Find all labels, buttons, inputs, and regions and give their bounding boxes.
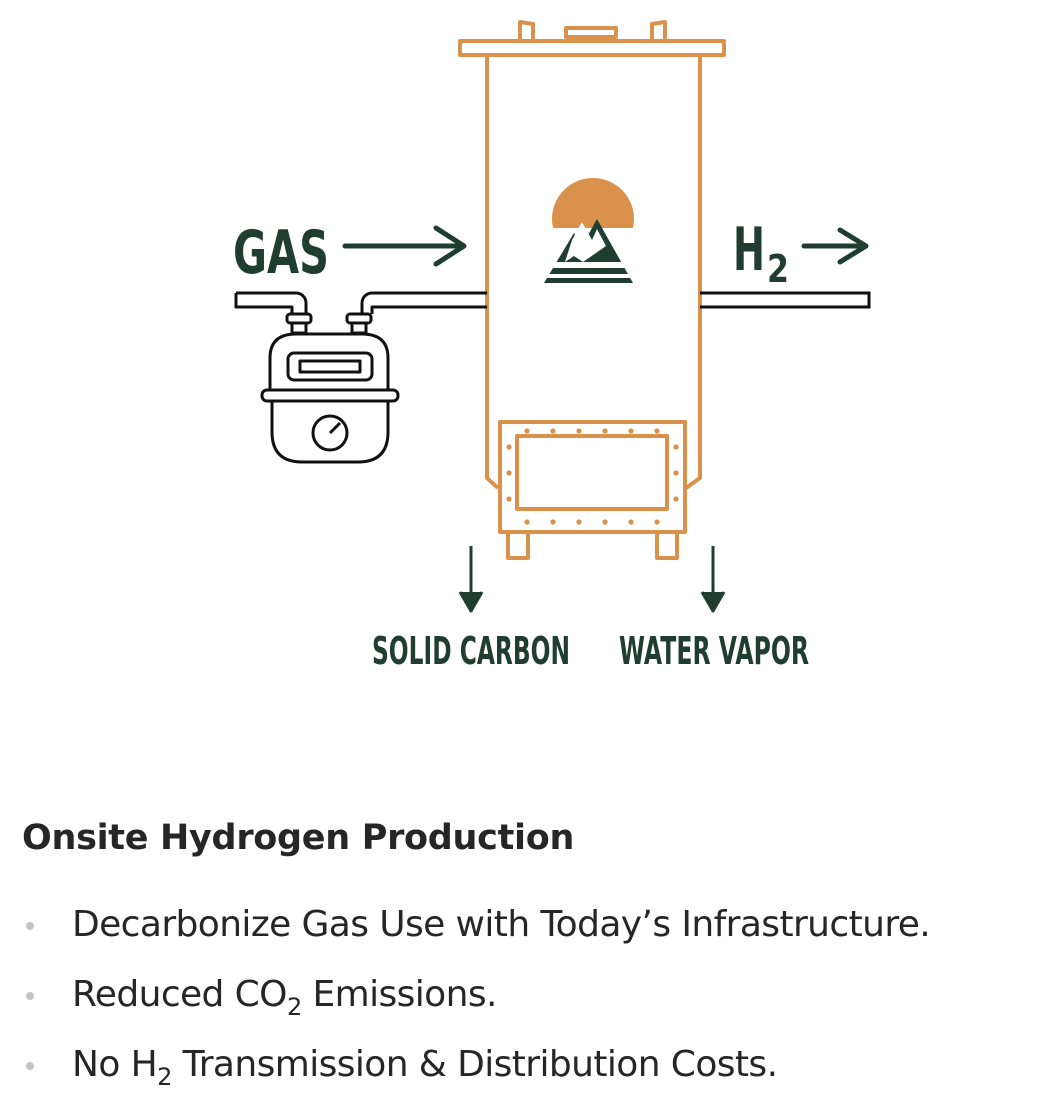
bullet-dot-icon bbox=[26, 1062, 34, 1070]
list-item-subscript: 2 bbox=[286, 993, 302, 1021]
gas-label: GAS bbox=[233, 218, 329, 288]
hatch-rivets bbox=[506, 428, 679, 525]
bullet-dot-icon bbox=[26, 992, 34, 1000]
gas-meter-icon bbox=[260, 312, 400, 464]
list-item-text-end: Transmission & Distribution Costs. bbox=[171, 1044, 778, 1085]
reactor-icon bbox=[458, 20, 726, 560]
list-item-text-start: No H bbox=[72, 1044, 158, 1085]
bullet-dot-icon bbox=[26, 922, 34, 930]
mountain-sun-logo-icon bbox=[544, 177, 646, 283]
list-item: Decarbonize Gas Use with Today’s Infrast… bbox=[22, 890, 1032, 960]
list-item-text: Decarbonize Gas Use with Today’s Infrast… bbox=[72, 904, 931, 945]
arrow-down-icon bbox=[458, 546, 484, 613]
list-item: Reduced CO2 Emissions. bbox=[22, 960, 1032, 1030]
gas-pipe bbox=[234, 291, 487, 314]
arrow-down-icon bbox=[700, 546, 726, 613]
list-item: No H2 Transmission & Distribution Costs. bbox=[22, 1030, 1032, 1100]
info-section: Onsite Hydrogen Production Decarbonize G… bbox=[22, 812, 1032, 1100]
hydrogen-production-diagram: GAS H 2 SOLID CARBON WATER VAPOR bbox=[233, 20, 871, 673]
arrow-right-icon bbox=[801, 227, 869, 265]
list-item-text-end: Emissions. bbox=[301, 974, 497, 1015]
solid-carbon-label: SOLID CARBON bbox=[372, 629, 570, 673]
list-item-subscript: 2 bbox=[157, 1063, 172, 1091]
list-item-text-start: Reduced CO bbox=[72, 974, 288, 1015]
hydrogen-pipe bbox=[700, 291, 871, 309]
hydrogen-label: H bbox=[733, 215, 765, 285]
arrow-right-icon bbox=[342, 225, 467, 267]
section-title: Onsite Hydrogen Production bbox=[22, 818, 575, 858]
hydrogen-label-subscript: 2 bbox=[767, 247, 789, 291]
benefits-list: Decarbonize Gas Use with Today’s Infrast… bbox=[22, 890, 1032, 1100]
water-vapor-label: WATER VAPOR bbox=[619, 629, 809, 673]
